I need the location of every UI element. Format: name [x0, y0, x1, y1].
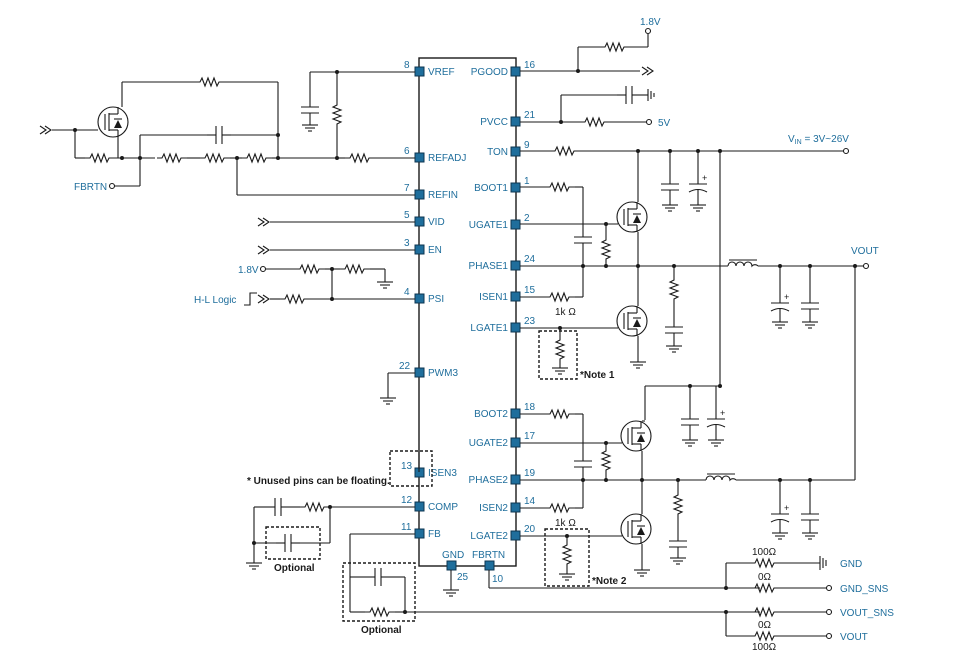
svg-text:BOOT2: BOOT2 — [474, 409, 508, 420]
svg-text:25: 25 — [457, 572, 469, 583]
ton-vin-network — [520, 146, 850, 388]
svg-text:COMP: COMP — [428, 502, 458, 513]
svg-text:PHASE1: PHASE1 — [469, 261, 509, 272]
svg-text:PVCC: PVCC — [480, 117, 508, 128]
vid-en-inputs — [257, 217, 415, 255]
svg-text:17: 17 — [524, 431, 536, 442]
hl-logic-label: H-L Logic — [194, 295, 236, 306]
optional-label-2: Optional — [361, 625, 402, 636]
note2-label: *Note 2 — [592, 576, 627, 587]
svg-text:21: 21 — [524, 110, 536, 121]
svg-text:24: 24 — [524, 254, 536, 265]
comp-optional-box — [265, 526, 321, 560]
phase2-power-stage — [520, 266, 856, 581]
svg-text:PSI: PSI — [428, 294, 444, 305]
vout-sns-label: VOUT_SNS — [840, 608, 894, 619]
v18-left-label: 1.8V — [238, 265, 259, 276]
gnd-label: GND — [840, 559, 862, 570]
isen3-unused-box — [389, 450, 433, 487]
fb-network — [349, 533, 760, 617]
sense-network — [724, 556, 833, 641]
svg-text:VID: VID — [428, 217, 445, 228]
vin-label: VIN = 3V~26V — [788, 134, 849, 146]
svg-text:EN: EN — [428, 245, 442, 256]
isen1-resistor-value: 1k Ω — [555, 307, 576, 318]
svg-text:5: 5 — [404, 210, 410, 221]
note1-label: *Note 1 — [580, 370, 615, 381]
svg-text:16: 16 — [524, 60, 536, 71]
unused-pins-note: * Unused pins can be floating. — [247, 476, 390, 487]
v5-label: 5V — [658, 118, 671, 129]
pwm3-ground — [379, 372, 415, 405]
bottom-ground-fbrtn — [442, 570, 760, 597]
svg-text:3: 3 — [404, 238, 410, 249]
comp-network — [245, 497, 415, 570]
svg-text:12: 12 — [401, 495, 413, 506]
r-gnd-sns-value: 0Ω — [758, 572, 772, 583]
svg-text:20: 20 — [524, 524, 536, 535]
svg-text:VREF: VREF — [428, 67, 455, 78]
pvcc-network — [520, 85, 655, 127]
svg-text:PWM3: PWM3 — [428, 368, 458, 379]
svg-text:15: 15 — [524, 285, 536, 296]
svg-text:6: 6 — [404, 146, 410, 157]
svg-text:GND: GND — [442, 550, 464, 561]
svg-text:LGATE1: LGATE1 — [470, 323, 508, 334]
note1-box — [538, 330, 578, 380]
svg-text:FBRTN: FBRTN — [472, 550, 505, 561]
optional-label-1: Optional — [274, 563, 315, 574]
phase1-power-stage — [520, 151, 870, 375]
svg-text:UGATE2: UGATE2 — [469, 438, 509, 449]
svg-text:18: 18 — [524, 402, 536, 413]
r-gnd-value: 100Ω — [752, 547, 777, 558]
svg-text:9: 9 — [524, 140, 530, 151]
svg-text:UGATE1: UGATE1 — [469, 220, 509, 231]
svg-text:13: 13 — [401, 461, 413, 472]
psi-network — [244, 264, 415, 306]
svg-text:ISEN3: ISEN3 — [428, 468, 457, 479]
r-vout-value: 100Ω — [752, 642, 777, 653]
svg-text:TON: TON — [487, 147, 508, 158]
svg-text:7: 7 — [404, 183, 410, 194]
svg-text:REFIN: REFIN — [428, 190, 458, 201]
svg-text:ISEN1: ISEN1 — [479, 292, 508, 303]
fb-optional-box — [342, 562, 416, 622]
svg-text:10: 10 — [492, 574, 504, 585]
svg-text:PGOOD: PGOOD — [471, 67, 508, 78]
reference-network — [39, 70, 415, 196]
isen2-resistor-value: 1k Ω — [555, 518, 576, 529]
pgood-network — [520, 27, 654, 76]
controller-ic — [418, 57, 517, 567]
svg-text:PHASE2: PHASE2 — [469, 475, 509, 486]
vout-out-label: VOUT — [840, 632, 868, 643]
svg-text:REFADJ: REFADJ — [428, 153, 466, 164]
svg-text:14: 14 — [524, 496, 536, 507]
r-vout-sns-value: 0Ω — [758, 620, 772, 631]
svg-text:22: 22 — [399, 361, 411, 372]
fbrtn-net-label: FBRTN — [74, 182, 107, 193]
svg-text:2: 2 — [524, 213, 530, 224]
vout-top-label: VOUT — [851, 246, 879, 257]
svg-text:11: 11 — [401, 522, 412, 533]
svg-text:8: 8 — [404, 60, 410, 71]
svg-text:FB: FB — [428, 529, 441, 540]
svg-text:4: 4 — [404, 287, 410, 298]
svg-text:23: 23 — [524, 316, 536, 327]
svg-text:19: 19 — [524, 468, 536, 479]
svg-text:BOOT1: BOOT1 — [474, 183, 508, 194]
svg-text:LGATE2: LGATE2 — [470, 531, 508, 542]
note2-box — [544, 528, 590, 587]
svg-text:1: 1 — [524, 176, 530, 187]
gnd-sns-label: GND_SNS — [840, 584, 889, 595]
v18-top-label: 1.8V — [640, 17, 661, 28]
svg-text:ISEN2: ISEN2 — [479, 503, 508, 514]
